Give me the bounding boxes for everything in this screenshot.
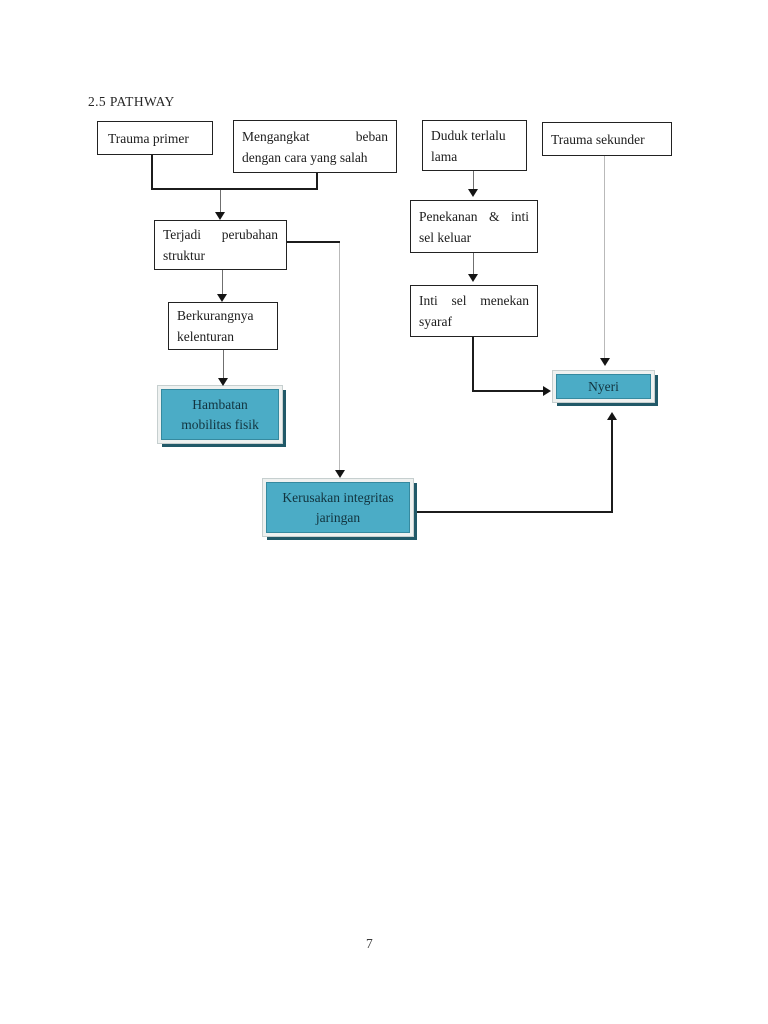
connector-join-to-terjadi (220, 190, 221, 212)
connector-inti-down (472, 337, 474, 392)
connector-berkurangnya-to-hambatan (223, 350, 224, 378)
connector-trauma-primer-down (151, 155, 153, 189)
arrowhead-into-inti (468, 274, 478, 282)
node-label-line: Hambatan (192, 396, 248, 412)
page-number: 7 (366, 936, 373, 951)
node-label-line: dengan cara yang salah (242, 149, 368, 165)
connector-mengangkat-down (316, 173, 318, 189)
node-label-line: syaraf (419, 314, 452, 329)
node-label-line: Kerusakan integritas (282, 489, 394, 505)
node-trauma-sekunder: Trauma sekunder (542, 122, 672, 156)
connector-trauma-sekunder-down (604, 156, 605, 358)
node-inti-sel-menekan: Inti sel menekan syaraf (410, 285, 538, 337)
connector-penekanan-to-inti (473, 253, 474, 274)
arrowhead-into-hambatan (218, 378, 228, 386)
node-label-line: kelenturan (177, 329, 234, 344)
arrowhead-into-penekanan (468, 189, 478, 197)
node-label-line: jaringan (315, 509, 361, 525)
node-label-line: Inti sel menekan (419, 293, 529, 308)
node-face: Kerusakan integritas jaringan (263, 479, 413, 536)
connector-terjadi-right (287, 241, 340, 243)
node-duduk-terlalu-lama: Duduk terlalu lama (422, 120, 527, 171)
node-berkurangnya-kelenturan: Berkurangnya kelenturan (168, 302, 278, 350)
node-label-line: mobilitas fisik (181, 416, 259, 432)
node-label: Trauma primer (108, 130, 189, 146)
node-label: Nyeri (588, 378, 619, 394)
node-label-line: Mengangkat beban (242, 128, 388, 144)
node-penekanan-inti: Penekanan & inti sel keluar (410, 200, 538, 253)
arrowhead-into-berkurangnya (217, 294, 227, 302)
node-label-line: Duduk terlalu (431, 127, 506, 143)
arrowhead-into-nyeri-bottom (607, 412, 617, 420)
connector-drop-to-kerusakan (339, 243, 340, 470)
node-terjadi-perubahan: Terjadi perubahan struktur (154, 220, 287, 270)
node-label-line: struktur (163, 248, 205, 263)
node-label-line: lama (431, 148, 458, 164)
node-hambatan-mobilitas: Hambatan mobilitas fisik (158, 386, 286, 447)
node-kerusakan-integritas: Kerusakan integritas jaringan (263, 479, 417, 540)
node-label-line: Terjadi perubahan (163, 227, 278, 242)
arrowhead-into-nyeri-left (543, 386, 551, 396)
arrowhead-into-terjadi (215, 212, 225, 220)
connector-up-to-nyeri (611, 420, 613, 513)
node-face: Hambatan mobilitas fisik (158, 386, 282, 443)
arrowhead-into-nyeri-top (600, 358, 610, 366)
connector-kerusakan-right (417, 511, 613, 513)
arrowhead-into-kerusakan (335, 470, 345, 478)
node-label-line: sel keluar (419, 229, 472, 245)
node-trauma-primer: Trauma primer (97, 121, 213, 155)
node-face: Nyeri (553, 371, 654, 402)
connector-duduk-to-penekanan (473, 171, 474, 189)
node-label-line: Penekanan & inti (419, 208, 529, 224)
connector-join-horizontal (151, 188, 318, 190)
node-label-line: Berkurangnya (177, 308, 254, 323)
node-mengangkat-beban: Mengangkat beban dengan cara yang salah (233, 120, 397, 173)
connector-terjadi-to-berkurangnya (222, 270, 223, 294)
node-label: Trauma sekunder (551, 131, 645, 147)
connector-inti-right (472, 390, 543, 392)
node-nyeri: Nyeri (553, 371, 658, 406)
section-heading: 2.5 PATHWAY (88, 94, 175, 109)
